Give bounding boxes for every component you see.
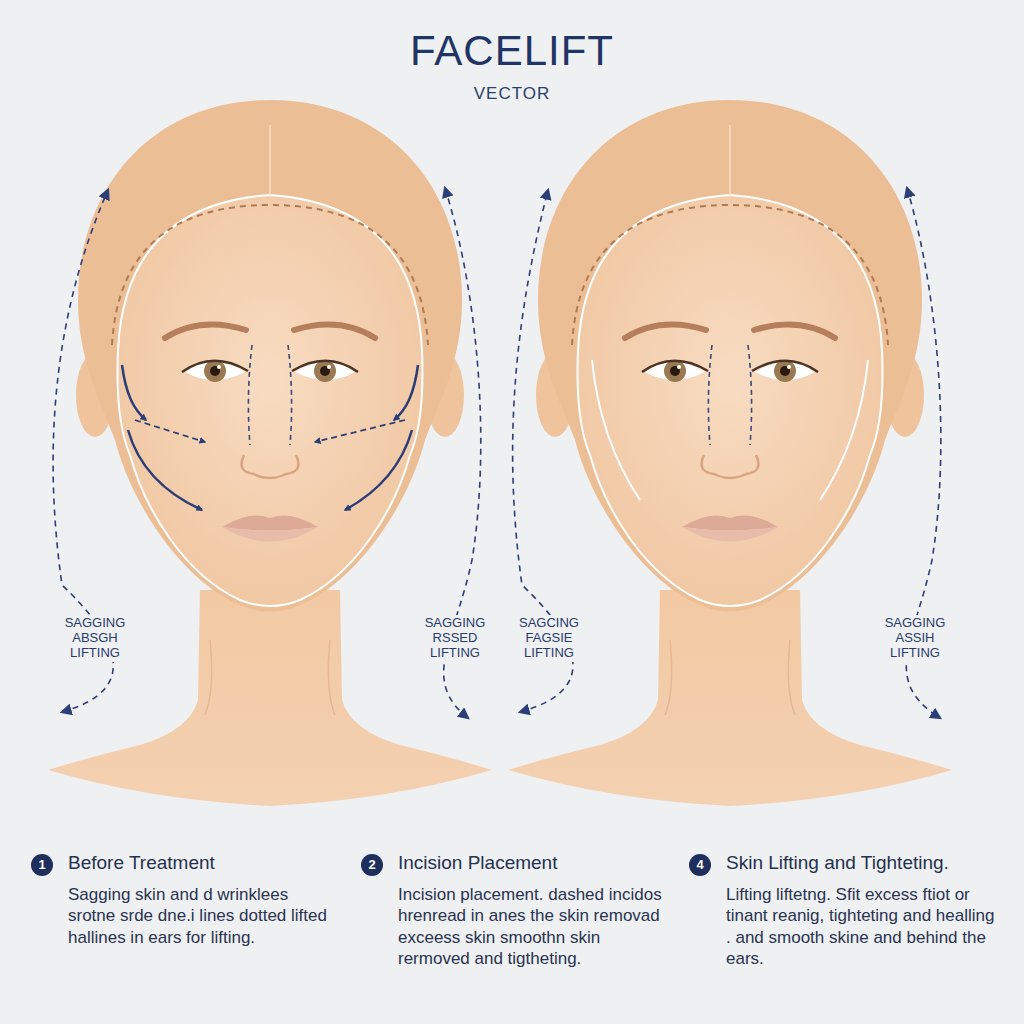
- step-heading: Before Treatment: [68, 852, 358, 875]
- region-label: SAGCING FAGSIE LIFTING: [508, 615, 590, 662]
- callout-number: 4: [689, 854, 711, 876]
- callout-number: 1: [31, 854, 53, 876]
- step-body: Incision placement. dashed incidos hrenr…: [398, 884, 670, 969]
- region-label: SAGGING RSSED LIFTING: [414, 615, 496, 662]
- step-body: Sagging skin and d wrinklees srotne srde…: [68, 884, 340, 948]
- step-heading: Incision Placement: [398, 852, 688, 875]
- callout-number: 2: [361, 854, 383, 876]
- diagram-title: FACELIFT: [262, 26, 762, 76]
- region-label: SAGGING ABSGH LIFTING: [54, 615, 136, 662]
- step-body: Lifting liftetng. Sfit excess ftiot or t…: [726, 884, 998, 969]
- region-label: SAGGING ASSIH LIFTING: [874, 615, 956, 662]
- step-heading: Skin Lifting and Tighteting.: [726, 852, 1018, 875]
- subtitle: VECTOR: [412, 84, 612, 104]
